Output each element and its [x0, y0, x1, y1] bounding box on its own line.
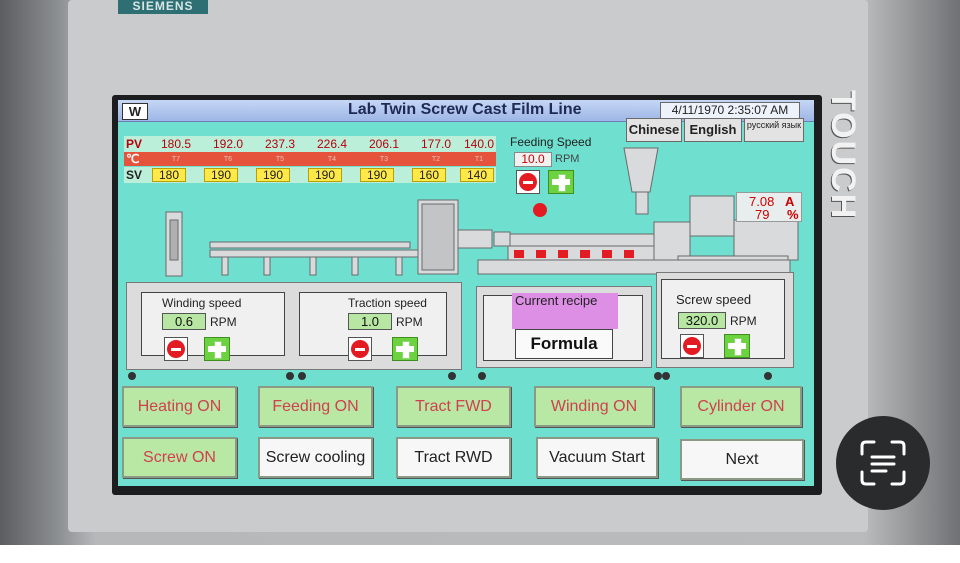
sv-t4-input[interactable]: 190	[308, 168, 342, 182]
heater-t7-icon: T7	[171, 156, 181, 163]
pv-t2: 177.0	[420, 137, 452, 151]
traction-decrease-button[interactable]	[348, 337, 372, 361]
heater-t3-icon: T3	[379, 156, 389, 163]
brand-logo: SIEMENS	[118, 0, 208, 14]
lang-russian-button[interactable]: русский язык	[744, 118, 804, 142]
screw-cooling-button[interactable]: Screw cooling	[258, 437, 373, 478]
sv-t1-input[interactable]: 140	[460, 168, 494, 182]
pv-t1: 140.0	[463, 137, 495, 151]
winding-speed-unit: RPM	[210, 315, 237, 329]
sv-label: SV	[126, 168, 143, 182]
feeding-decrease-button[interactable]	[516, 170, 540, 194]
screw-on-button[interactable]: Screw ON	[122, 437, 237, 478]
pv-t4: 226.4	[316, 137, 348, 151]
screw-box: Screw speed 320.0 RPM	[661, 279, 785, 359]
winding-decrease-button[interactable]	[164, 337, 188, 361]
screw-speed-label: Screw speed	[676, 292, 752, 307]
traction-speed-label: Traction speed	[348, 296, 427, 310]
pv-t3: 206.1	[368, 137, 400, 151]
traction-box: Traction speed 1.0 RPM	[299, 292, 447, 361]
traction-speed-input[interactable]: 1.0	[348, 313, 392, 330]
motor-load-value: 79	[755, 207, 770, 222]
datetime-display: 4/11/1970 2:35:07 AM	[660, 102, 800, 119]
sv-t3-input[interactable]: 190	[360, 168, 394, 182]
next-button[interactable]: Next	[680, 439, 804, 480]
winding-traction-panel: Winding speed 0.6 RPM Traction speed 1.0…	[126, 282, 462, 370]
heater-t6-icon: T6	[223, 156, 233, 163]
traction-speed-unit: RPM	[396, 315, 423, 329]
touch-label: TOUCH	[824, 90, 862, 221]
sv-row: SV 180 190 190 190 190 160 140	[124, 167, 496, 183]
screw-panel: Screw speed 320.0 RPM	[656, 272, 794, 368]
pv-t5: 237.3	[264, 137, 296, 151]
winding-speed-input[interactable]: 0.6	[162, 313, 206, 330]
heating-on-button[interactable]: Heating ON	[122, 386, 237, 427]
sv-t6-input[interactable]: 190	[204, 168, 238, 182]
motor-load-unit: %	[787, 207, 799, 222]
winding-on-button[interactable]: Winding ON	[534, 386, 654, 427]
motor-current-value: 7.08	[749, 194, 775, 209]
winding-box: Winding speed 0.6 RPM	[141, 292, 285, 361]
heater-row: ℃ T7 T6 T5 T4 T3 T2 T1	[124, 152, 496, 166]
feeding-speed-label: Feeding Speed	[510, 135, 592, 149]
current-recipe-label: Current recipe	[512, 293, 618, 329]
sv-t5-input[interactable]: 190	[256, 168, 290, 182]
temperature-panel: PV 180.5 192.0 237.3 226.4 206.1 177.0 1…	[124, 136, 496, 186]
vacuum-start-button[interactable]: Vacuum Start	[536, 437, 658, 478]
feeding-on-button[interactable]: Feeding ON	[258, 386, 373, 427]
title-bar: W Lab Twin Screw Cast Film Line 4/11/197…	[118, 100, 814, 122]
heater-t5-icon: T5	[275, 156, 285, 163]
pv-label: PV	[126, 137, 143, 151]
hmi-screen: W Lab Twin Screw Cast Film Line 4/11/197…	[118, 100, 814, 486]
pv-row: PV 180.5 192.0 237.3 226.4 206.1 177.0 1…	[124, 136, 496, 152]
screw-speed-input[interactable]: 320.0	[678, 312, 726, 329]
heater-t1-icon: T1	[474, 156, 484, 163]
feeding-speed-input[interactable]: 10.0	[514, 152, 552, 167]
feeding-speed-unit: RPM	[555, 153, 580, 165]
page-title: Lab Twin Screw Cast Film Line	[348, 101, 582, 118]
celsius-label: ℃	[126, 152, 140, 166]
lang-english-button[interactable]: English	[684, 118, 742, 142]
winding-increase-button[interactable]	[204, 337, 230, 361]
text-scan-icon[interactable]	[836, 416, 930, 510]
screw-decrease-button[interactable]	[680, 334, 704, 358]
cylinder-on-button[interactable]: Cylinder ON	[680, 386, 802, 427]
lang-chinese-button[interactable]: Chinese	[626, 118, 682, 142]
pv-t7: 180.5	[160, 137, 192, 151]
heater-t4-icon: T4	[327, 156, 337, 163]
feeding-increase-button[interactable]	[548, 170, 574, 194]
extruder-line-diagram	[128, 147, 799, 380]
sv-t2-input[interactable]: 160	[412, 168, 446, 182]
winding-speed-label: Winding speed	[162, 296, 242, 310]
company-logo: W	[122, 103, 148, 120]
formula-button[interactable]: Formula	[515, 329, 613, 359]
traction-increase-button[interactable]	[392, 337, 418, 361]
screw-speed-unit: RPM	[730, 314, 757, 328]
tract-rwd-button[interactable]: Tract RWD	[396, 437, 511, 478]
pv-t6: 192.0	[212, 137, 244, 151]
sv-t7-input[interactable]: 180	[152, 168, 186, 182]
tract-fwd-button[interactable]: Tract FWD	[396, 386, 511, 427]
motor-status-display: 7.08 A 79 %	[736, 192, 802, 222]
heater-t2-icon: T2	[431, 156, 441, 163]
screw-increase-button[interactable]	[724, 334, 750, 358]
text-scan-icon-glyph	[860, 440, 906, 486]
motor-current-unit: A	[785, 194, 795, 209]
hmi-device-frame: SIEMENS TOUCH	[0, 0, 960, 545]
